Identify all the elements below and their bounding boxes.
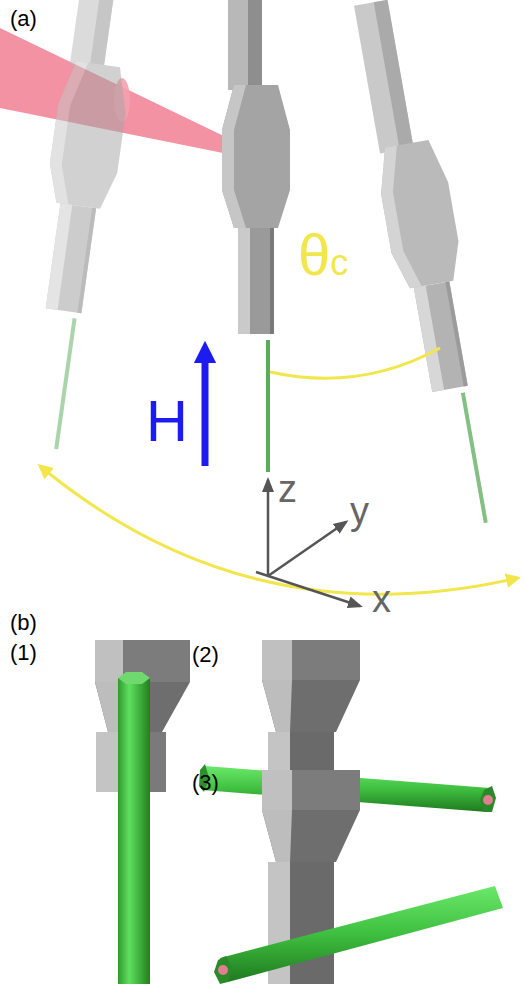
- angle-label: θc: [298, 226, 348, 284]
- cantilever-right: [348, 0, 507, 531]
- axis-label: z: [278, 470, 297, 508]
- panel-label: (b): [10, 612, 37, 634]
- axes: [256, 480, 360, 606]
- cantilever-center: [222, 0, 290, 472]
- field-label: H: [146, 392, 188, 450]
- subpanel-label: (2): [192, 644, 219, 666]
- panel-label: (a): [10, 8, 37, 30]
- angle-arc: [270, 348, 440, 378]
- subpanel-label: (1): [10, 642, 37, 664]
- subpanel-label: (3): [192, 772, 219, 794]
- rotation-arrow: [40, 466, 518, 594]
- closeup-2: [199, 640, 496, 812]
- axis-label: y: [350, 492, 369, 530]
- closeup-1: [95, 640, 190, 984]
- cantilever-left: [11, 0, 152, 452]
- axis-label: x: [372, 580, 391, 618]
- closeup-3: [214, 770, 503, 984]
- field-arrow: [202, 352, 209, 466]
